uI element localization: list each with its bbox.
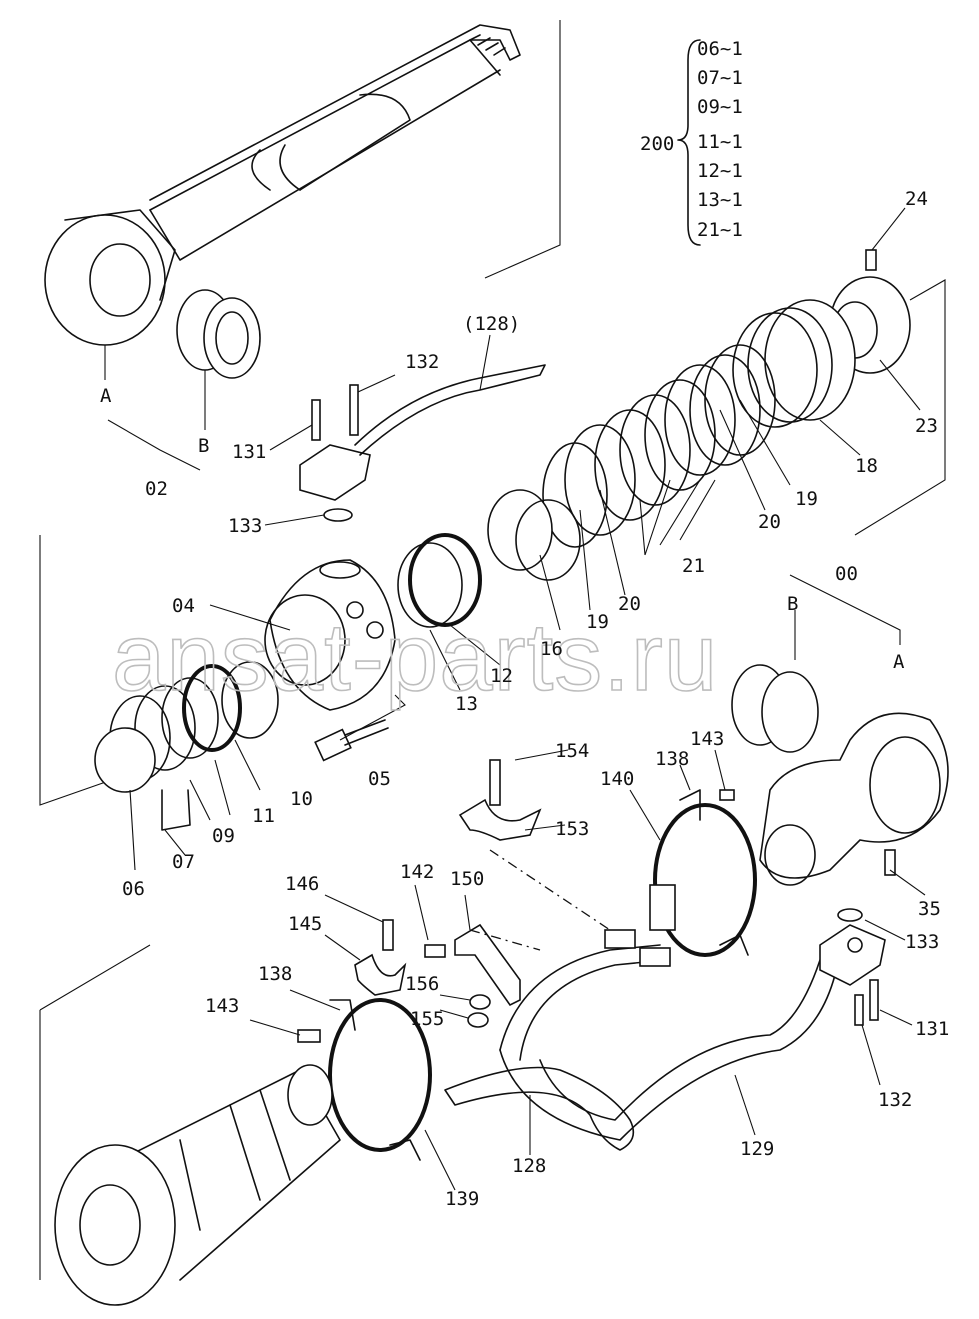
part-label-35: 35	[918, 898, 941, 920]
clamp-153	[458, 759, 542, 841]
bolt-05	[314, 719, 389, 762]
part-label-A: A	[893, 651, 905, 673]
part-label-19: 19	[795, 488, 818, 510]
part-label-131: 131	[915, 1018, 949, 1040]
part-label-155: 155	[410, 1008, 444, 1030]
part-label-133: 133	[905, 931, 939, 953]
part-label-132: 132	[878, 1089, 912, 1111]
cylinder-barrel	[54, 1064, 341, 1306]
o-ring-133	[323, 508, 353, 522]
part-label-23: 23	[915, 415, 938, 437]
part-label-146: 146	[285, 873, 319, 895]
watermark: ansat-parts.ru	[112, 604, 718, 711]
part-label-140: 140	[600, 768, 634, 790]
part-label-142: 142	[400, 861, 434, 883]
kit-item: 13~1	[697, 189, 743, 211]
part-label-18: 18	[855, 455, 878, 477]
part-label-05: 05	[368, 768, 391, 790]
rod-bushing	[176, 289, 261, 379]
leader-00	[789, 574, 901, 660]
part-label-128: 128	[512, 1155, 546, 1177]
part-label-19: 19	[586, 611, 609, 633]
kit-item: 11~1	[697, 131, 743, 153]
part-label-04: 04	[172, 595, 195, 617]
part-label-10: 10	[290, 788, 313, 810]
part-label-00: 00	[835, 563, 858, 585]
part-label-138: 138	[655, 748, 689, 770]
part-label-02: 02	[145, 478, 168, 500]
part-label-A: A	[100, 385, 112, 407]
leader-02	[104, 345, 206, 471]
clamp-140	[649, 789, 757, 957]
wear-ring-16	[487, 489, 581, 581]
head-seals	[94, 661, 279, 831]
seal-rings	[542, 344, 776, 548]
kit-item: 12~1	[697, 160, 743, 182]
part-label-139: 139	[445, 1188, 479, 1210]
clamp-145	[354, 919, 407, 996]
kit-item: 07~1	[697, 67, 743, 89]
part-label-21: 21	[682, 555, 705, 577]
kit-number: 200	[640, 133, 674, 155]
part-label-12: 12	[490, 665, 513, 687]
part-label-20: 20	[618, 593, 641, 615]
part-label-145: 145	[288, 913, 322, 935]
cylinder-tube-end	[759, 712, 949, 886]
part-label-09: 09	[212, 825, 235, 847]
leader-05	[339, 694, 406, 741]
bracket-150	[424, 849, 611, 1028]
part-label-133: 133	[228, 515, 262, 537]
part-label-13: 13	[455, 693, 478, 715]
flange-131-132-bottom	[819, 924, 886, 1026]
kit-item: 21~1	[697, 219, 743, 241]
piston-rod	[149, 24, 521, 261]
part-label-24: 24	[905, 188, 928, 210]
o-ring-133-lower	[837, 908, 863, 922]
part-label-132: 132	[405, 351, 439, 373]
bracket-barrel	[39, 944, 151, 1280]
part-label-B: B	[198, 435, 209, 457]
piston	[732, 299, 856, 428]
part-label-16: 16	[540, 638, 563, 660]
screw-143-top	[719, 789, 735, 801]
part-label-06: 06	[122, 878, 145, 900]
part-label-150: 150	[450, 868, 484, 890]
pipe-129	[499, 959, 836, 1141]
kit-item: 06~1	[697, 38, 743, 60]
part-label-11: 11	[252, 805, 275, 827]
part-label-131: 131	[232, 441, 266, 463]
part-label-129: 129	[740, 1138, 774, 1160]
part-labels: 00 02 04 05 06 07 09 10 11 12 13 16 18 1…	[100, 188, 949, 1210]
bracket-piston	[854, 279, 946, 536]
fittings-pipe-ends	[604, 929, 671, 967]
kit-item: 09~1	[697, 96, 743, 118]
ring-12	[408, 533, 482, 627]
pipe-128	[444, 944, 666, 1151]
leader-lines	[129, 207, 926, 1191]
part-label-154: 154	[555, 740, 589, 762]
part-label-156: 156	[405, 973, 439, 995]
part-label-138: 138	[258, 963, 292, 985]
bracket-rod	[484, 20, 561, 279]
part-label-143: 143	[690, 728, 724, 750]
flange-131-132-top	[299, 364, 546, 501]
part-label-128-ref: (128)	[463, 313, 520, 335]
part-label-143: 143	[205, 995, 239, 1017]
part-label-20: 20	[758, 511, 781, 533]
ring-13	[397, 542, 463, 628]
part-label-B: B	[787, 593, 798, 615]
part-label-153: 153	[555, 818, 589, 840]
rod-eye	[44, 209, 176, 346]
foot-bushing	[731, 664, 819, 753]
part-label-07: 07	[172, 851, 195, 873]
kit-brace	[677, 39, 701, 246]
fitting-35	[884, 849, 896, 876]
clamp-139	[297, 998, 432, 1161]
cylinder-head	[264, 559, 396, 711]
